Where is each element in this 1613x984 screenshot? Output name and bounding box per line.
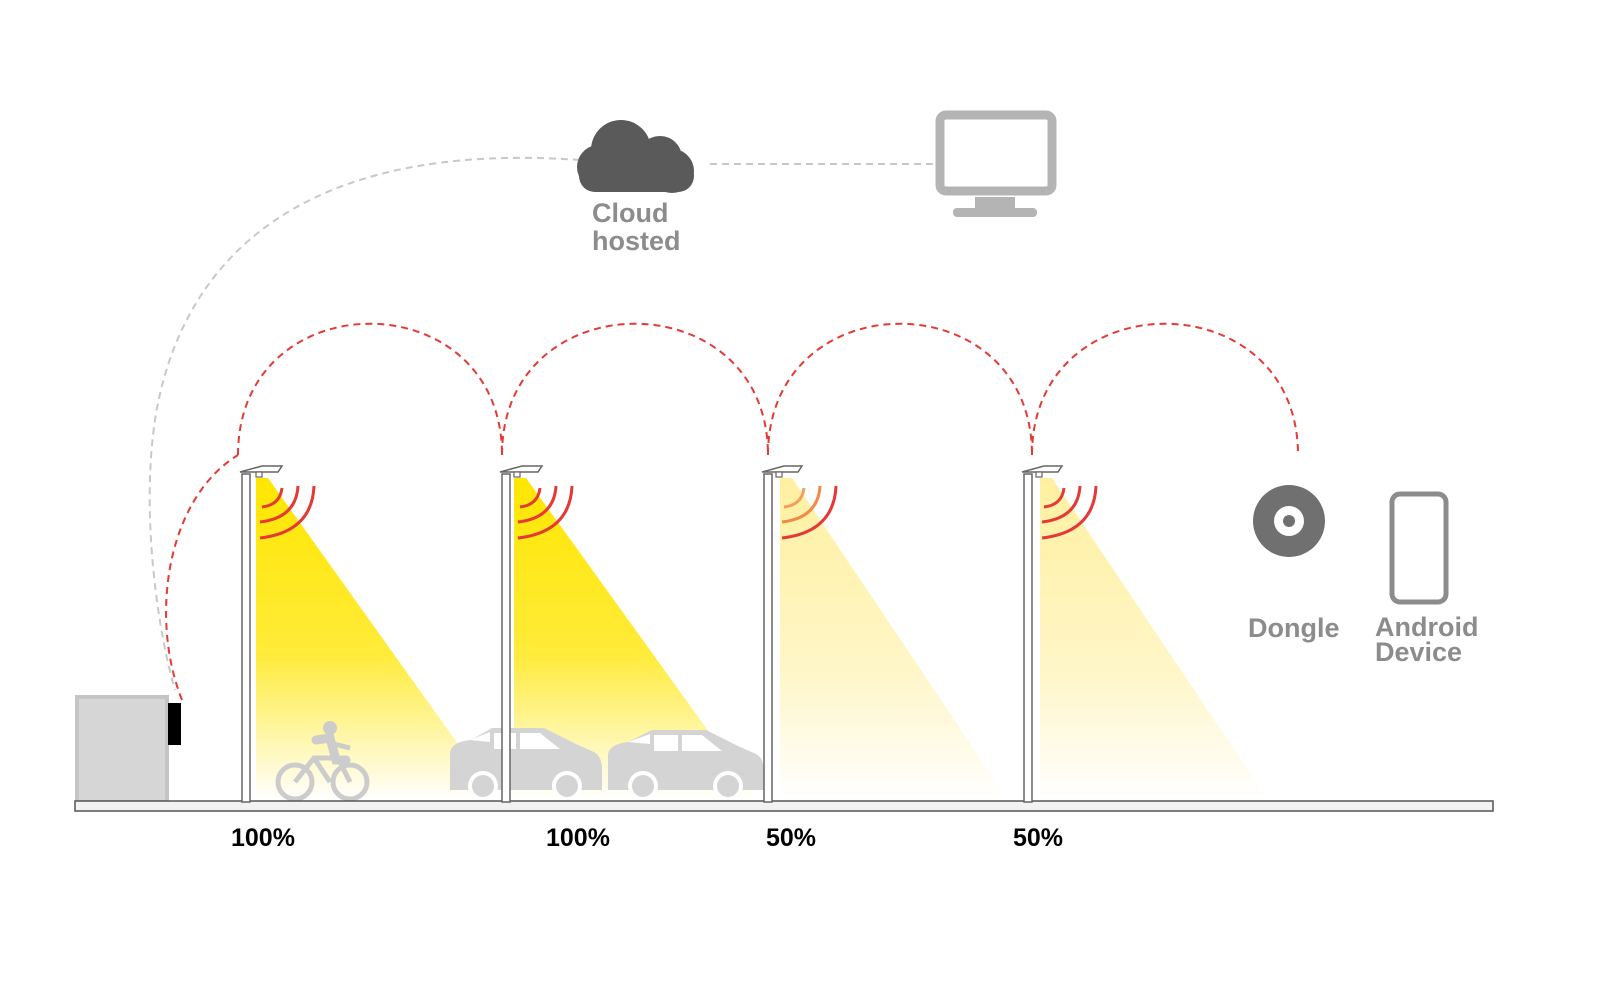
street-pole-3 (761, 465, 804, 803)
pole1-to-pole2-link (237, 322, 503, 456)
signal-icon-pole3 (781, 485, 838, 540)
beam-pole2 (514, 478, 758, 800)
pole4-level-label: 50% (1013, 824, 1063, 852)
dongle-label: Dongle (1248, 613, 1340, 643)
pole1-level-label: 100% (231, 824, 295, 852)
car-icon-1 (450, 728, 602, 801)
beam-pole1 (256, 478, 498, 800)
pole2-to-pole3-link (501, 322, 769, 456)
android-device-icon (1389, 491, 1449, 605)
cyclist-icon (275, 721, 370, 802)
street-pole-4 (1021, 465, 1064, 803)
signal-icon-pole2 (517, 485, 574, 540)
light-beams (256, 478, 1268, 800)
cloud-icon (577, 120, 694, 193)
pole4-to-dongle-link (1031, 322, 1299, 456)
car-icon-2 (608, 730, 764, 801)
cloud-label-line2: hosted (592, 226, 681, 256)
pole3-level-label: 50% (766, 824, 816, 852)
android-label-line2: Device (1375, 637, 1462, 667)
signal-icon-pole4 (1041, 485, 1098, 540)
android-label-line1: Android (1375, 612, 1478, 642)
signal-icon-pole1 (259, 485, 316, 540)
mesh-links (165, 322, 1299, 701)
dongle-icon (1253, 485, 1325, 557)
beam-pole4 (1040, 478, 1268, 800)
cloud-label-line1: Cloud (592, 198, 668, 228)
street-pole-1 (239, 465, 284, 803)
pole2-level-label: 100% (546, 824, 610, 852)
street-pole-2 (499, 465, 544, 803)
pole3-to-pole4-link (767, 322, 1033, 456)
gateway-cabinet (75, 695, 181, 804)
monitor-icon (935, 110, 1057, 217)
beam-pole3 (780, 478, 1008, 800)
road-ground (74, 800, 1494, 812)
cloud-links (148, 156, 935, 691)
cabinet-to-pole1-link (165, 454, 239, 701)
